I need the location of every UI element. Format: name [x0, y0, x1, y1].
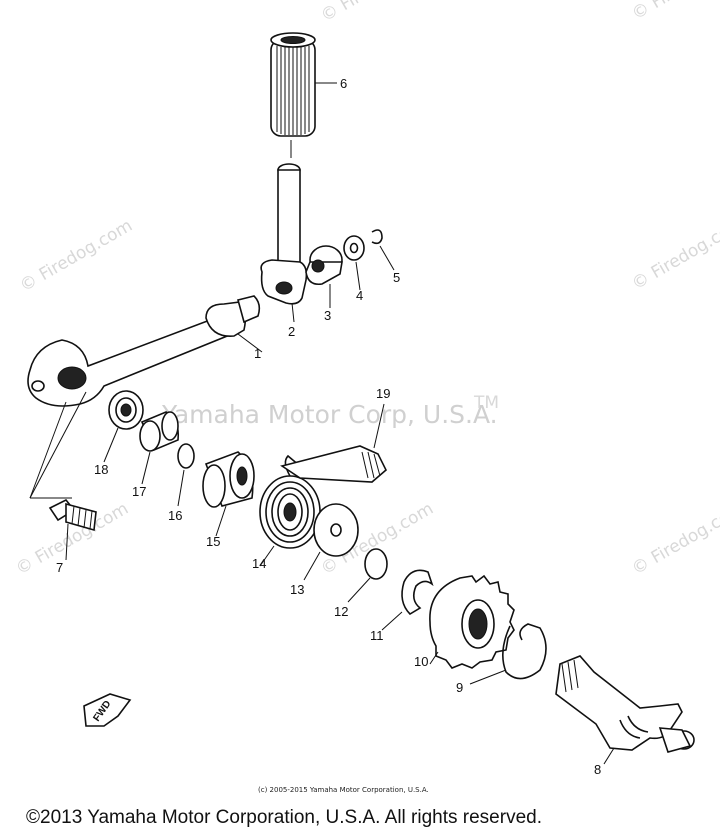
watermark-layer: © Firedog.com © Firedog.com © Firedog.co… [13, 0, 720, 579]
part-label: 1 [254, 346, 261, 361]
fwd-arrow-icon: FWD [83, 693, 132, 727]
part-labels: 6 2 3 4 5 1 19 18 17 16 15 14 13 12 11 1… [56, 76, 601, 777]
guide-lines [29, 391, 87, 499]
part-label: 18 [94, 462, 108, 477]
watermark-firedog: © Firedog.com [629, 0, 720, 24]
watermark-yamaha: Yamaha Motor Corp, U.S.A. [161, 400, 498, 429]
part-label: 11 [370, 628, 384, 643]
part-label: 9 [456, 680, 463, 695]
part-13-washer [303, 503, 359, 581]
part-label: 6 [340, 76, 347, 91]
part-3-bushing [305, 245, 343, 308]
part-label: 19 [376, 386, 390, 401]
part-6-grip [270, 32, 337, 137]
part-15-guide [202, 451, 255, 537]
part-11-ratchet [381, 569, 434, 631]
part-label: 2 [288, 324, 295, 339]
part-label: 16 [168, 508, 182, 523]
part-12-circlip [347, 548, 388, 603]
part-1-kick-crank [27, 295, 263, 407]
part-label: 15 [206, 534, 220, 549]
part-16-circlip [177, 443, 195, 507]
part-label: 10 [414, 654, 428, 669]
part-5-clip [371, 229, 395, 271]
part-label: 13 [290, 582, 304, 597]
part-7-bolt [48, 498, 97, 561]
part-label: 14 [252, 556, 266, 571]
part-17-bushing [139, 411, 180, 485]
part-10-gear [429, 574, 515, 669]
watermark-firedog: © Firedog.com [629, 214, 720, 295]
part-label: 3 [324, 308, 331, 323]
part-label: 7 [56, 560, 63, 575]
part-8-axle [555, 655, 695, 765]
part-label: 12 [334, 604, 348, 619]
part-label: 17 [132, 484, 146, 499]
part-4-washer [343, 235, 365, 291]
part-label: 4 [356, 288, 363, 303]
part-18-seal [103, 390, 144, 463]
watermark-firedog: © Firedog.com [629, 499, 720, 580]
watermark-firedog: © Firedog.com [318, 0, 437, 26]
part-label: 5 [393, 270, 400, 285]
copyright-main: ©2013 Yamaha Motor Corporation, U.S.A. A… [26, 807, 542, 828]
copyright-small: (c) 2005-2015 Yamaha Motor Corporation, … [258, 786, 429, 794]
part-label: 8 [594, 762, 601, 777]
part-19-pin [280, 403, 387, 483]
part-2-lever [260, 163, 308, 323]
watermark-tm: TM [473, 393, 499, 413]
part-9-clip-spring [469, 623, 547, 685]
watermark-firedog: © Firedog.com [17, 216, 136, 297]
